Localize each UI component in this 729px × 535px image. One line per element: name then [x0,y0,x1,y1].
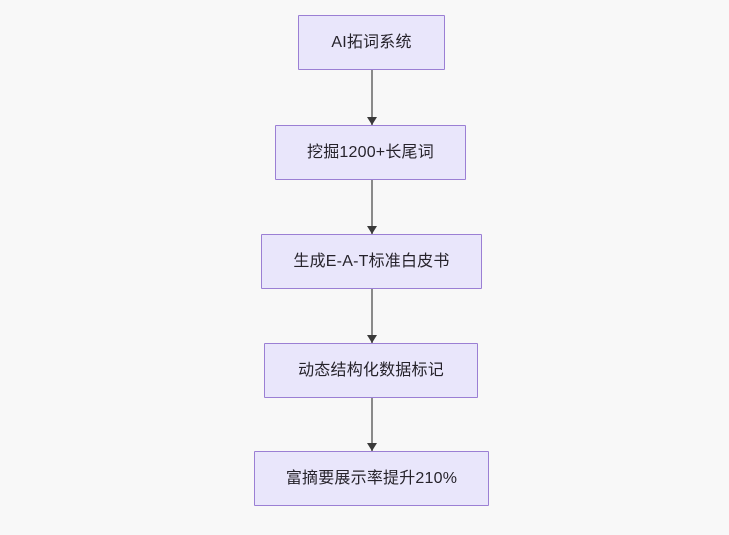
arrowhead-icon [366,442,377,451]
flow-node-label: 富摘要展示率提升210% [285,469,458,487]
flow-node-generate-eat-whitepaper[interactable]: 生成E-A-T标准白皮书 [261,234,482,289]
flow-node-dynamic-structured-data[interactable]: 动态结构化数据标记 [264,343,478,398]
flow-node-mine-longtail-keywords[interactable]: 挖掘1200+长尾词 [275,125,466,180]
flow-node-label: 挖掘1200+长尾词 [307,143,434,161]
flow-node-label: 动态结构化数据标记 [298,361,444,379]
flow-node-ai-keyword-system[interactable]: AI拓词系统 [298,15,445,70]
edge-line [371,70,373,125]
flow-node-label: 生成E-A-T标准白皮书 [293,252,450,270]
edge-line [371,180,373,234]
arrowhead-icon [366,225,377,234]
flow-node-label: AI拓词系统 [331,33,412,51]
arrowhead-icon [366,334,377,343]
arrowhead-icon [366,116,377,125]
edge-line [371,398,373,451]
flow-node-rich-snippet-lift[interactable]: 富摘要展示率提升210% [254,451,489,506]
edge-line [371,289,373,343]
